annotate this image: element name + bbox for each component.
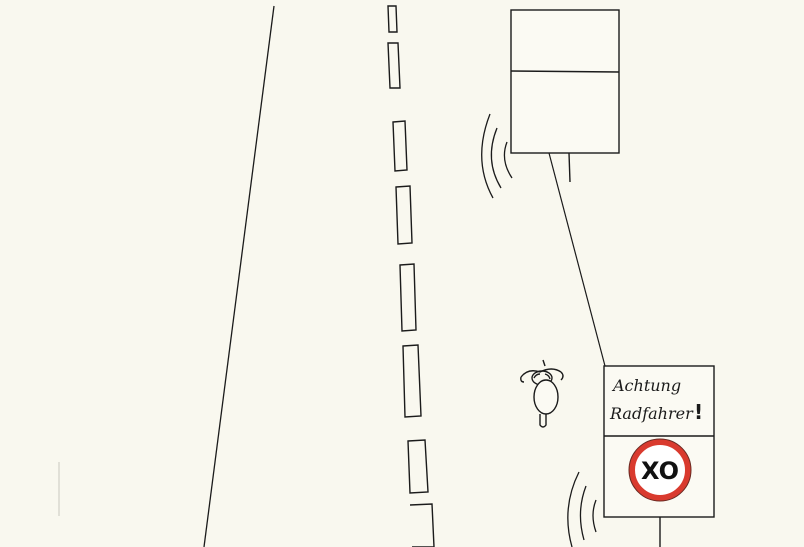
sign-panel [511, 10, 619, 153]
sign-text-exclamation: ! [694, 400, 703, 424]
sign-divider [511, 71, 619, 72]
speed-limit-text: XO [641, 457, 679, 485]
sign-text-achtung: Achtung [611, 376, 681, 395]
sign-post [569, 153, 570, 182]
sign-text-radfahrer: Radfahrer [609, 404, 694, 423]
